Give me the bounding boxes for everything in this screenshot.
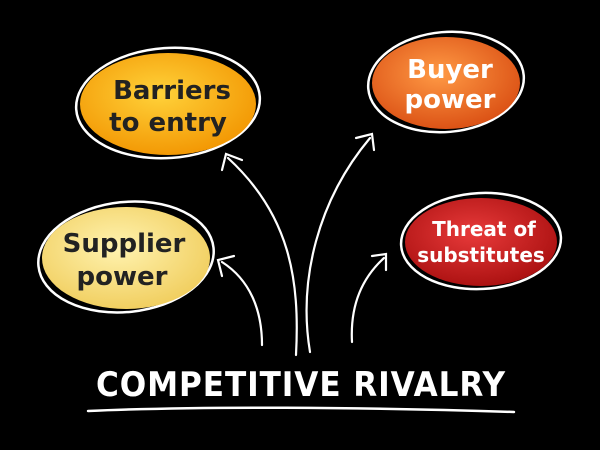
supplier-label-line1: Supplier — [63, 229, 186, 259]
node-buyer-power: Buyer power — [366, 30, 526, 134]
arrow-to-barriers — [226, 156, 298, 357]
arrowhead-barriers — [220, 152, 244, 172]
substitutes-label-line1: Threat of — [432, 217, 536, 241]
central-topic-title: COMPETITIVE RIVALRY — [96, 365, 506, 405]
arrow-to-supplier — [220, 260, 264, 347]
connectors — [216, 132, 388, 357]
supplier-label-line2: power — [77, 262, 168, 292]
substitutes-label-line2: substitutes — [417, 243, 545, 267]
buyer-label-line2: power — [405, 85, 496, 115]
buyer-label-line1: Buyer — [407, 55, 493, 85]
node-barriers-to-entry: Barriers to entry — [74, 46, 262, 160]
node-supplier-power: Supplier power — [37, 200, 215, 314]
title-underline — [86, 406, 516, 414]
barriers-label-line1: Barriers — [113, 76, 231, 106]
arrowhead-buyer — [354, 132, 376, 152]
node-threat-of-substitutes: Threat of substitutes — [399, 191, 563, 291]
arrow-to-substitutes — [350, 256, 386, 344]
arrow-to-buyer — [305, 136, 372, 354]
arrowhead-supplier — [216, 254, 236, 278]
central-topic: COMPETITIVE RIVALRY — [86, 365, 516, 414]
barriers-label-line2: to entry — [109, 108, 227, 138]
arrowhead-substitutes — [370, 252, 388, 272]
